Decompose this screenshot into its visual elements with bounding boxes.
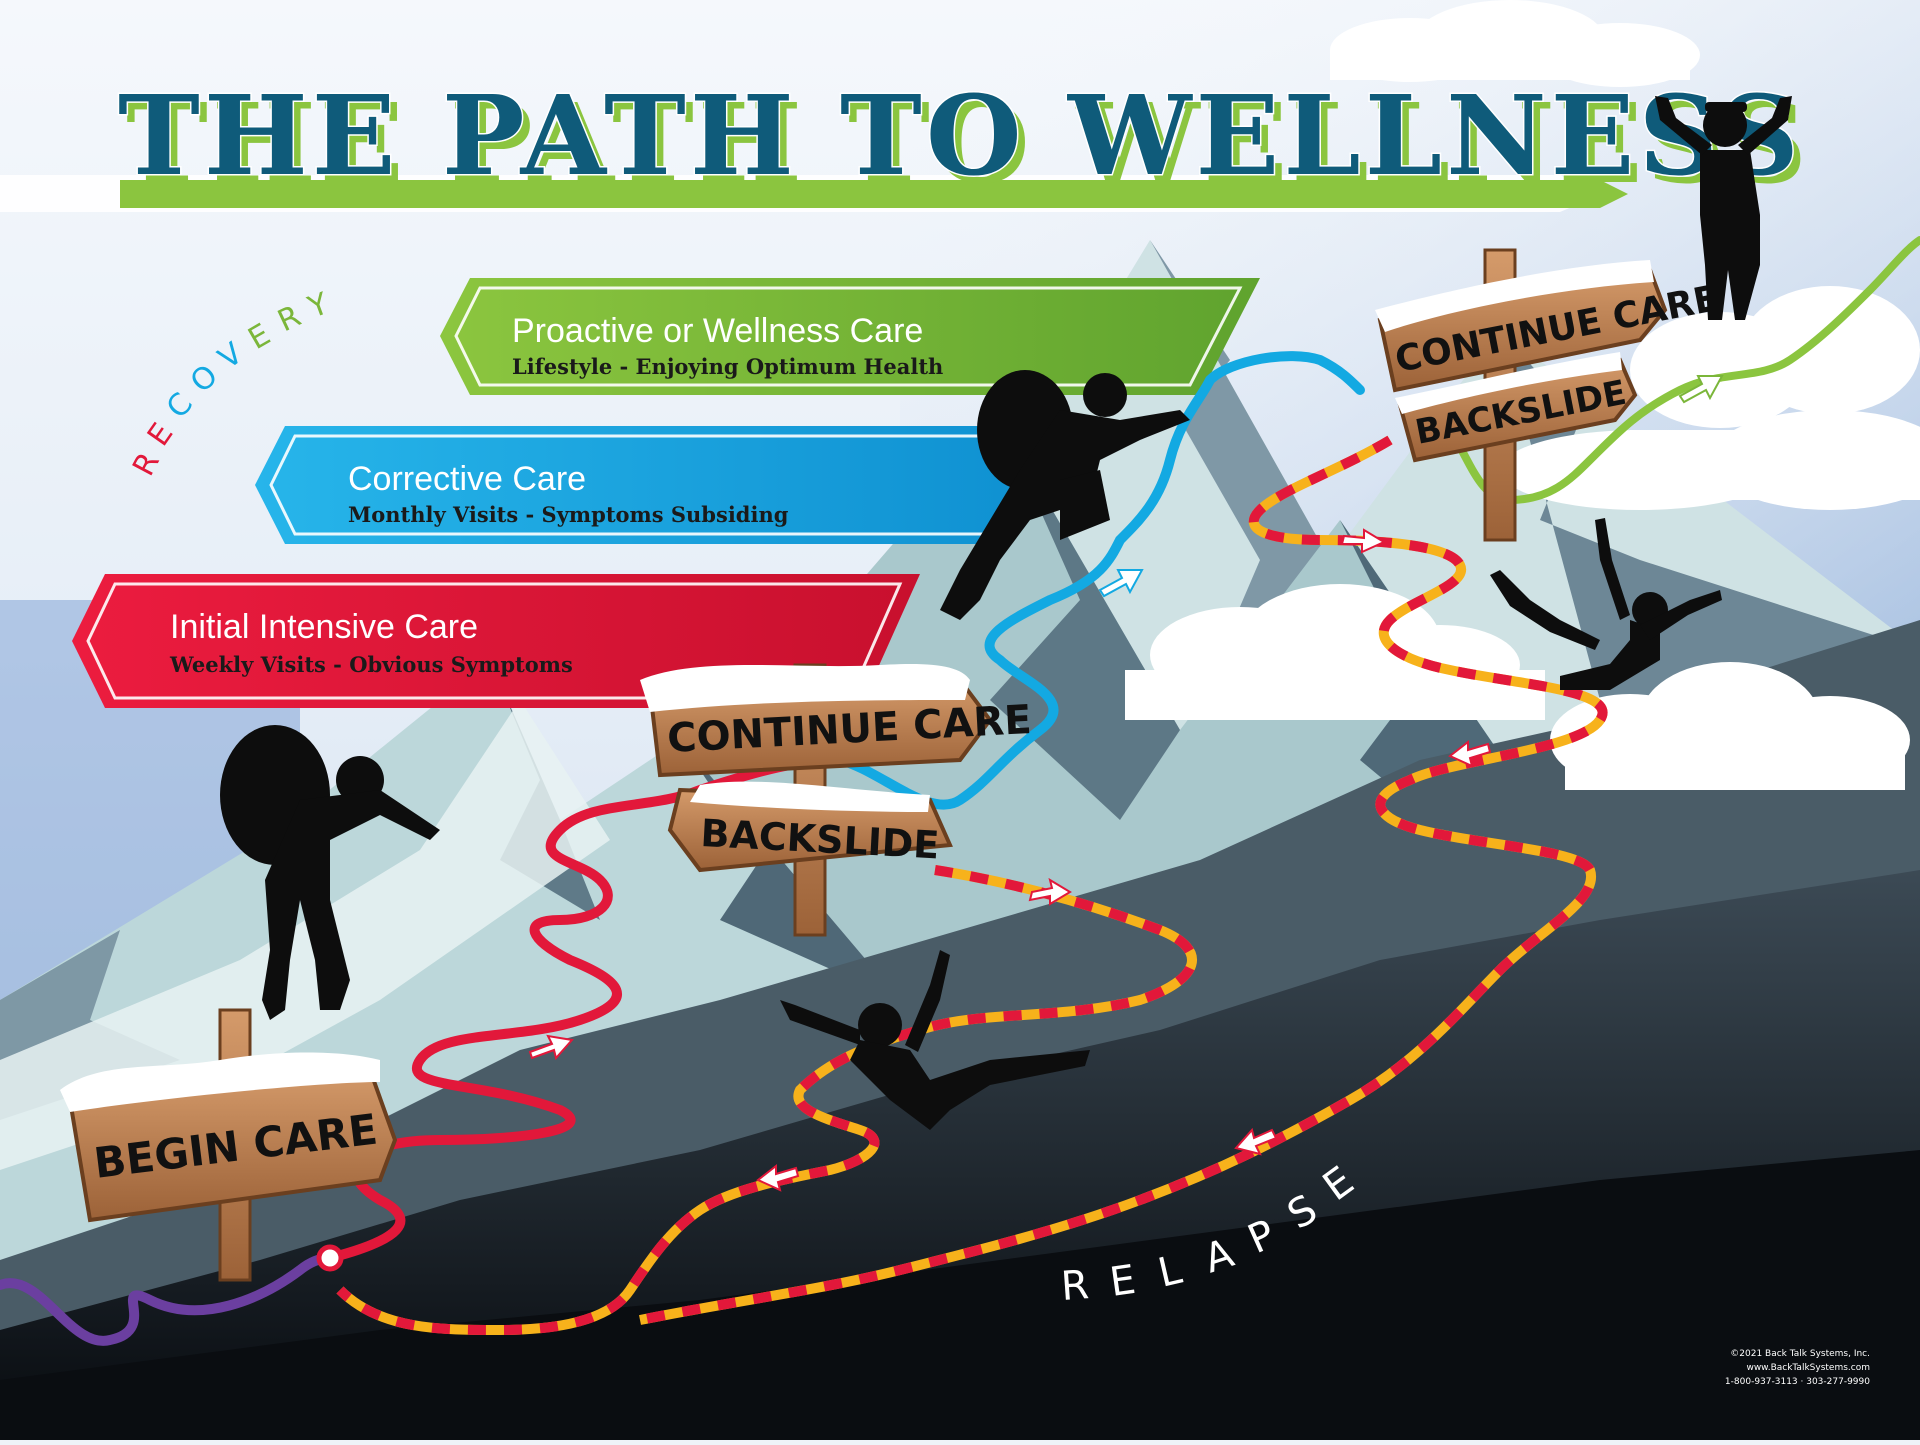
signpost-continue-care-2: CONTINUE CARE BACKSLIDE	[1375, 248, 1722, 542]
backslide-path-2	[639, 435, 1608, 1325]
falling-person-silhouette	[1490, 518, 1722, 690]
banner-corrective-care: Corrective Care Monthly Visits - Symptom…	[255, 426, 1070, 544]
blue-path	[835, 351, 1365, 810]
title-strip-green	[120, 180, 1628, 208]
signpost-begin-care: BEGIN CARE	[60, 1008, 398, 1282]
red-path	[325, 755, 845, 1263]
snow-slope-highlight	[0, 700, 610, 1170]
banner-corrective-subtitle: Monthly Visits - Symptoms Subsiding	[348, 502, 789, 527]
credits: ©2021 Back Talk Systems, Inc. www.BackTa…	[1725, 1349, 1870, 1387]
banner-initial-title: Initial Intensive Care	[170, 608, 478, 646]
path-arrow-icon	[1448, 739, 1492, 768]
path-arrow-icon	[1340, 528, 1387, 554]
cloud-icon	[1550, 662, 1910, 790]
banner-corrective-title: Corrective Care	[348, 460, 586, 498]
banner-proactive-title: Proactive or Wellness Care	[512, 312, 923, 350]
path-arrow-icon	[1234, 1127, 1278, 1156]
banner-initial-subtitle: Weekly Visits - Obvious Symptoms	[169, 652, 573, 677]
banner-initial-care: Initial Intensive Care Weekly Visits - O…	[72, 574, 920, 708]
cloud-icon	[1500, 286, 1920, 510]
path-arrow-icon	[1098, 569, 1144, 598]
falling-person-silhouette	[780, 950, 1090, 1130]
backslide-path-1	[336, 865, 1197, 1336]
banner-proactive-care: Proactive or Wellness Care Lifestyle - E…	[440, 278, 1260, 395]
credits-website: www.BackTalkSystems.com	[1746, 1363, 1870, 1373]
path-arrow-icon	[1678, 375, 1724, 404]
title-shadow: THE PATH TO WELLNESS	[126, 79, 1811, 208]
hiker-silhouette	[220, 725, 440, 1020]
celebrating-person-silhouette	[1655, 96, 1792, 320]
path-arrow-icon	[528, 1034, 574, 1061]
credits-copyright: ©2021 Back Talk Systems, Inc.	[1730, 1349, 1870, 1359]
hiker-silhouette	[940, 370, 1190, 620]
cloud-icon	[1330, 0, 1700, 87]
banner-proactive-subtitle: Lifestyle - Enjoying Optimum Health	[512, 354, 943, 379]
path-arrow-icon	[1028, 877, 1072, 906]
start-point-marker	[316, 1244, 344, 1272]
purple-path	[0, 1253, 335, 1346]
dark-ridge-front	[0, 1150, 1920, 1440]
credits-phone: 1-800-937-3113 · 303-277-9990	[1725, 1377, 1870, 1387]
signpost-continue-care-1: CONTINUE CARE BACKSLIDE	[640, 663, 1033, 937]
relapse-letter: R	[1059, 1262, 1090, 1310]
path-arrow-icon	[756, 1163, 800, 1192]
page-title: THE PATH TO WELLNESS	[118, 71, 1803, 200]
